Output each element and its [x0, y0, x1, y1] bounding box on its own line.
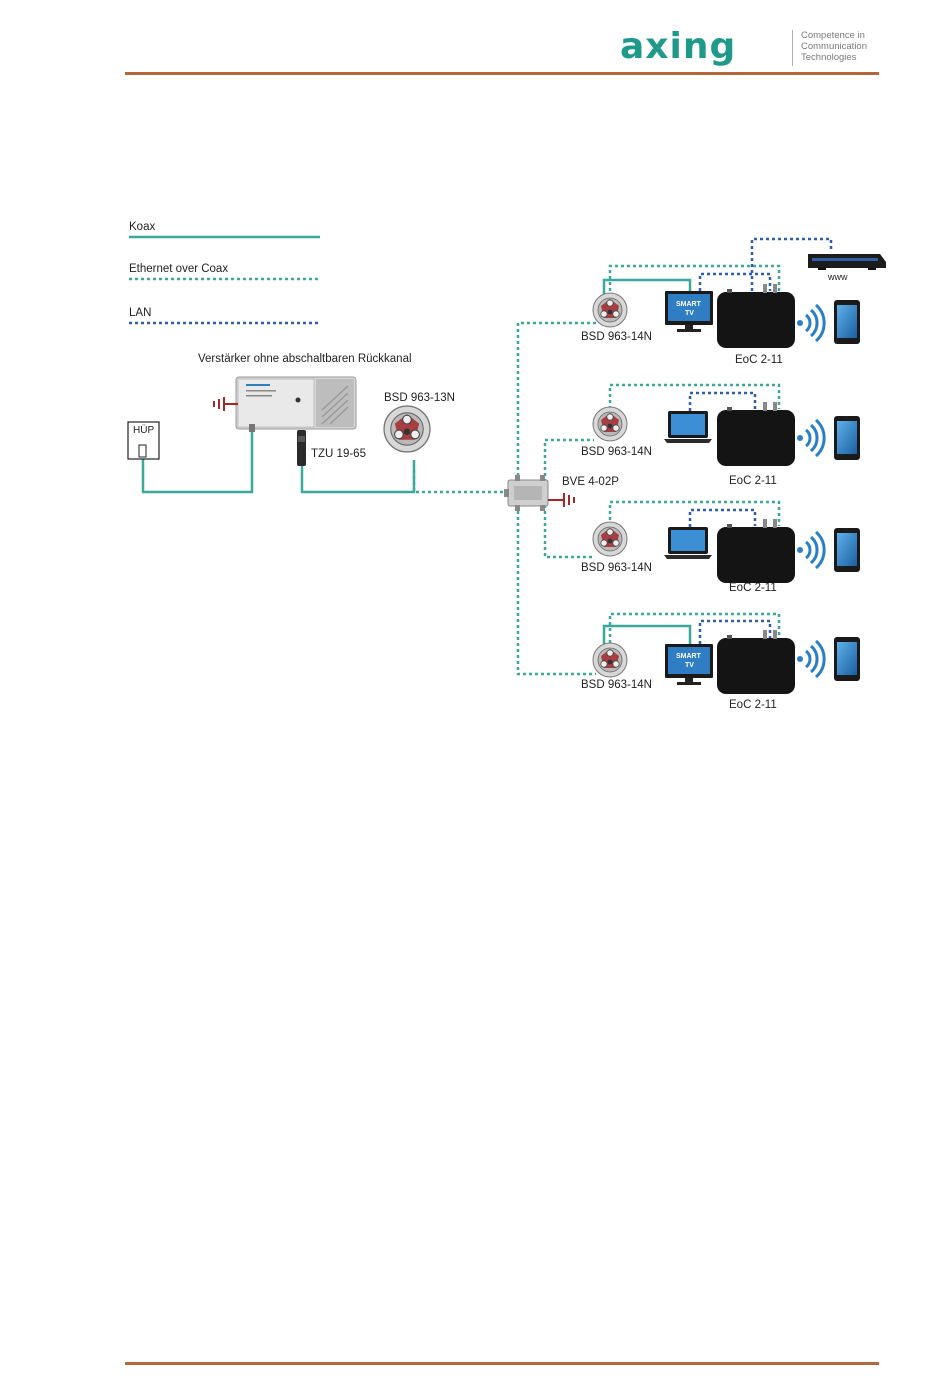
- branch-4: BSD 963-14N SMART TV EoC 2-11: [581, 630, 860, 711]
- branch-device-label: EoC 2-11: [729, 475, 777, 487]
- socket-icon: [593, 407, 627, 441]
- branch-device-label: EoC 2-11: [729, 699, 777, 711]
- main-socket-label: BSD 963-13N: [384, 392, 455, 404]
- hup-label: HÜP: [133, 424, 154, 436]
- wifi-icon: [797, 532, 824, 568]
- main-socket-icon: [384, 406, 430, 452]
- coax-wiring: [143, 428, 414, 492]
- tablet-icon: [834, 416, 860, 460]
- tzu-filter: [297, 430, 306, 466]
- branch-2: BSD 963-14N EoC 2-11: [581, 402, 860, 487]
- eoc-adapter-icon: [717, 519, 795, 583]
- tablet-icon: [834, 300, 860, 344]
- wifi-icon: [797, 420, 824, 456]
- hup-box: HÜP: [128, 422, 159, 459]
- splitter-ground-icon: [548, 493, 574, 507]
- branch-socket-label: BSD 963-14N: [581, 562, 652, 574]
- tzu-label: TZU 19-65: [311, 448, 366, 460]
- socket-icon: [593, 293, 627, 327]
- amplifier-caption: Verstärker ohne abschaltbaren Rückkanal: [198, 353, 412, 365]
- legend-lan-label: LAN: [129, 307, 151, 319]
- branch-1: BSD 963-14N SMART TV EoC 2-11: [581, 284, 860, 366]
- legend-eoc-label: Ethernet over Coax: [129, 263, 228, 275]
- branch-3: BSD 963-14N EoC 2-11: [581, 519, 860, 594]
- splitter-label: BVE 4-02P: [562, 476, 619, 488]
- amplifier: [236, 377, 356, 432]
- laptop-icon: [664, 411, 712, 443]
- legend: Koax Ethernet over Coax LAN: [129, 221, 320, 323]
- legend-koax-label: Koax: [129, 221, 155, 233]
- tablet-icon: [834, 528, 860, 572]
- amplifier-ground-icon: [214, 397, 238, 411]
- tv-label-line2: TV: [685, 310, 694, 317]
- tv-label-line2: TV: [685, 662, 694, 669]
- branch-socket-label: BSD 963-14N: [581, 331, 652, 343]
- branch-device-label: EoC 2-11: [735, 354, 783, 366]
- footer-rule: [125, 1362, 879, 1365]
- laptop-icon: [664, 527, 712, 559]
- tv-label-line1: SMART: [676, 653, 702, 660]
- wifi-icon: [797, 305, 824, 341]
- www-label: www: [827, 272, 848, 282]
- branch-device-label: EoC 2-11: [729, 582, 777, 594]
- eoc-adapter-icon: [717, 402, 795, 466]
- tablet-icon: [834, 637, 860, 681]
- eoc-adapter-icon: [717, 630, 795, 694]
- branch-socket-label: BSD 963-14N: [581, 446, 652, 458]
- splitter: [504, 475, 548, 511]
- wifi-icon: [797, 641, 824, 677]
- tv-label-line1: SMART: [676, 301, 702, 308]
- socket-icon: [593, 643, 627, 677]
- socket-icon: [593, 522, 627, 556]
- www-router: [808, 254, 886, 270]
- eoc-adapter-icon: [717, 284, 795, 348]
- branch-socket-label: BSD 963-14N: [581, 679, 652, 691]
